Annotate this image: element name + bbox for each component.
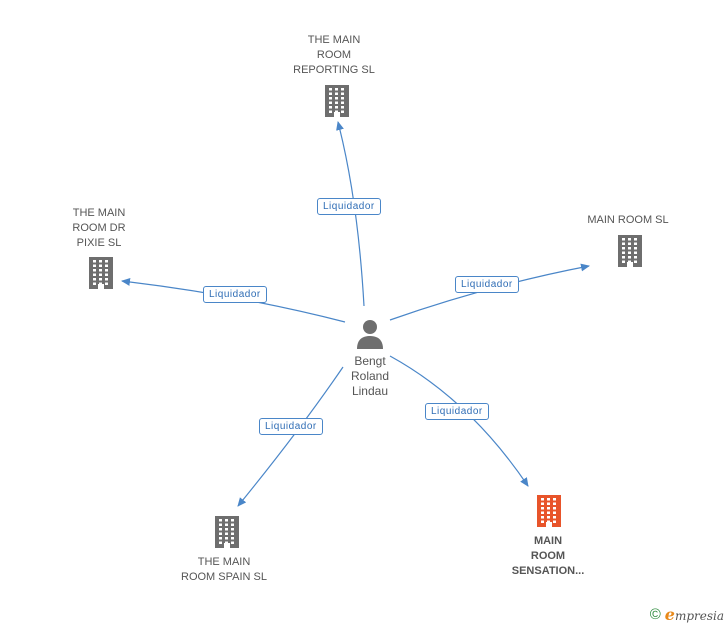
footer-brand[interactable]: © empresia: [650, 605, 724, 624]
node-dr-pixie-line-1: THE MAIN: [72, 207, 126, 219]
node-label-sensation[interactable]: MAIN ROOM SENSATION...: [498, 534, 598, 579]
node-dr-pixie-line-3: PIXIE SL: [76, 237, 122, 249]
building-icon[interactable]: [534, 494, 564, 533]
node-main-room-line-1: MAIN ROOM SL: [587, 214, 669, 226]
node-dr-pixie-line-2: ROOM DR: [72, 222, 126, 234]
center-name-line-2: Roland: [350, 369, 390, 383]
brand-rest: mpresia: [674, 609, 724, 623]
edge-label-main-room: Liquidador: [455, 276, 519, 293]
building-icon[interactable]: [86, 256, 116, 295]
person-icon[interactable]: [355, 318, 385, 350]
center-name-line-1: Bengt: [354, 354, 386, 368]
node-spain-line-1: THE MAIN: [197, 556, 251, 568]
node-label-dr-pixie[interactable]: THE MAIN ROOM DR PIXIE SL: [54, 206, 144, 251]
center-name-line-3: Lindau: [351, 384, 389, 398]
center-person-name[interactable]: Bengt Roland Lindau: [330, 354, 410, 399]
edge-label-reporting: Liquidador: [317, 198, 381, 215]
brand-logo: empresia: [665, 605, 724, 624]
edge-label-spain: Liquidador: [259, 418, 323, 435]
building-icon[interactable]: [322, 84, 352, 123]
edge-label-dr-pixie: Liquidador: [203, 286, 267, 303]
node-sensation-line-3: SENSATION...: [511, 565, 585, 577]
node-label-main-room[interactable]: MAIN ROOM SL: [578, 213, 678, 228]
node-reporting-line-1: THE MAIN: [307, 34, 361, 46]
building-icon[interactable]: [212, 515, 242, 554]
node-sensation-line-2: ROOM: [530, 550, 566, 562]
edge-sensation: [389, 355, 529, 487]
node-label-spain[interactable]: THE MAIN ROOM SPAIN SL: [174, 555, 274, 585]
building-icon[interactable]: [615, 234, 645, 273]
copyright-symbol: ©: [649, 606, 661, 623]
node-spain-line-2: ROOM SPAIN SL: [181, 571, 267, 583]
node-reporting-line-2: ROOM: [316, 49, 352, 61]
edge-spain: [237, 366, 344, 507]
node-label-reporting[interactable]: THE MAIN ROOM REPORTING SL: [284, 33, 384, 78]
node-sensation-line-1: MAIN: [533, 535, 563, 547]
edge-label-sensation: Liquidador: [425, 403, 489, 420]
brand-initial: e: [664, 605, 675, 624]
node-reporting-line-3: REPORTING SL: [293, 64, 375, 76]
edge-main-room: [389, 263, 590, 321]
